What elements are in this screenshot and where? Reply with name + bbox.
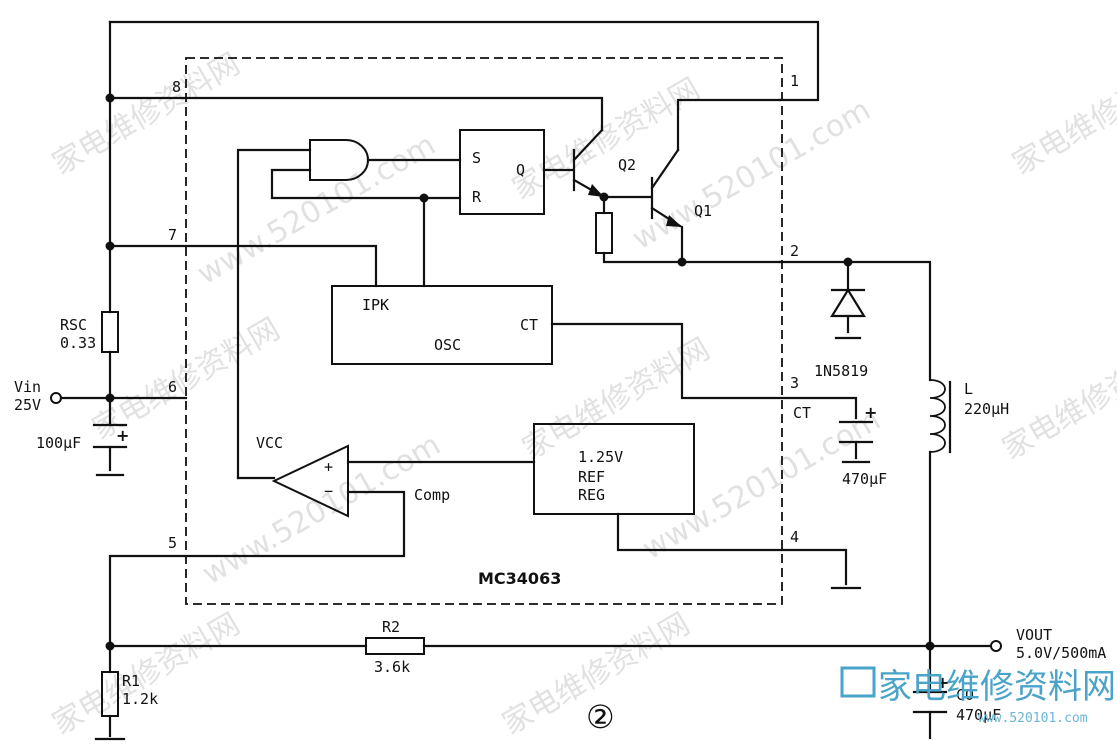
r2-resistor (365, 637, 425, 655)
ct-value: 470μF (842, 470, 887, 488)
error-amplifier (271, 444, 349, 518)
watermark-text: 家电维修资料网 (1007, 47, 1117, 182)
and-gate (309, 139, 369, 181)
amp-plus: + (324, 458, 333, 476)
logo-url: www.520101.com (978, 711, 1088, 726)
ff-s-label: S (472, 149, 481, 167)
junction (677, 257, 687, 267)
comp-label: Comp (414, 486, 450, 504)
pin-1-label: 1 (790, 72, 799, 90)
figure-number: ② (586, 698, 615, 736)
pin-6-label: 6 (168, 378, 177, 396)
vin-terminal (50, 392, 62, 404)
pin-2-label: 2 (790, 242, 799, 260)
rsc-value: 0.33 (60, 334, 96, 352)
pin-3-label: 3 (790, 374, 799, 392)
pin-4-label: 4 (790, 528, 799, 546)
co-name: CO (956, 686, 974, 704)
vout-name: VOUT (1016, 626, 1052, 644)
ct-pin-name: CT (793, 404, 811, 422)
r2-name: R2 (382, 618, 400, 636)
r1-name: R1 (122, 672, 140, 690)
wire-and-to-r (270, 168, 462, 200)
diode-triangle (830, 287, 866, 318)
rsc-name: RSC (60, 316, 87, 334)
ct-plus: + (864, 403, 877, 422)
rsc-resistor (101, 311, 119, 353)
q2-arrow-icon (588, 184, 604, 197)
ref-line2: REF (578, 468, 605, 486)
watermark-text: 家电维修资料网 (47, 47, 246, 182)
cin-plus: + (116, 426, 129, 445)
watermark-text: 家电维修资料网 (507, 72, 706, 207)
pin-8-label: 8 (172, 78, 181, 96)
wire-pin7 (108, 244, 378, 288)
inductor-coil (929, 379, 946, 453)
ff-r-label: R (472, 188, 482, 206)
wire-comp-feedback (236, 148, 312, 480)
watermark-text: 家电维修资料网 (997, 332, 1117, 467)
vin-name: Vin (14, 378, 41, 396)
ref-line3: REG (578, 486, 605, 504)
reference-block (533, 423, 695, 515)
ff-q-label: Q (516, 161, 525, 179)
q2-collector (572, 128, 604, 162)
vcc-label: VCC (256, 434, 283, 452)
wire-comp-pin5 (108, 490, 406, 648)
osc-name: OSC (434, 336, 461, 354)
wire-ref-gnd (616, 512, 848, 586)
r1-value: 1.2k (122, 690, 158, 708)
watermark-text: 家电维修资料网 (517, 332, 716, 467)
co-plus: + (936, 673, 949, 692)
chip-name: MC34063 (478, 569, 561, 588)
wire-pin2-internal (602, 251, 782, 264)
osc-ct-label: CT (520, 316, 538, 334)
wire-top-loop (108, 20, 820, 102)
co-value: 470μF (956, 706, 1001, 724)
flip-flop (459, 129, 545, 215)
vout-value: 5.0V/500mA (1016, 644, 1106, 662)
q1-arrow-icon (666, 215, 682, 227)
osc-ipk-label: IPK (362, 296, 389, 314)
q2-label: Q2 (618, 156, 636, 174)
site-logo: 家电维修资料网 www.520101.com (840, 666, 1116, 726)
amp-minus: − (324, 482, 333, 500)
ref-line1: 1.25V (578, 448, 623, 466)
watermark-text: 家电维修资料网 (47, 607, 246, 742)
ic-boundary (185, 57, 783, 605)
watermark-url: www.520101.com (197, 427, 447, 592)
inductor-name: L (964, 380, 973, 398)
diode-label: 1N5819 (814, 362, 868, 380)
wire-q1-collector (676, 98, 782, 152)
pin-7-label: 7 (168, 226, 177, 244)
q1-collector (650, 148, 680, 190)
vin-value: 25V (14, 396, 41, 414)
internal-resistor (595, 212, 613, 254)
q1-label: Q1 (694, 202, 712, 220)
vout-terminal (990, 640, 1002, 652)
inductor-value: 220μH (964, 400, 1009, 418)
r2-value: 3.6k (374, 658, 410, 676)
cin-value: 100μF (36, 434, 81, 452)
logo-frame-icon (840, 666, 876, 698)
wire-pin2 (778, 260, 932, 382)
watermark-url: www.520101.com (192, 127, 442, 292)
pin-5-label: 5 (168, 534, 177, 552)
logo-text: 家电维修资料网 (878, 667, 1116, 707)
wire-pin8 (108, 96, 604, 132)
wire-ct (550, 322, 858, 420)
